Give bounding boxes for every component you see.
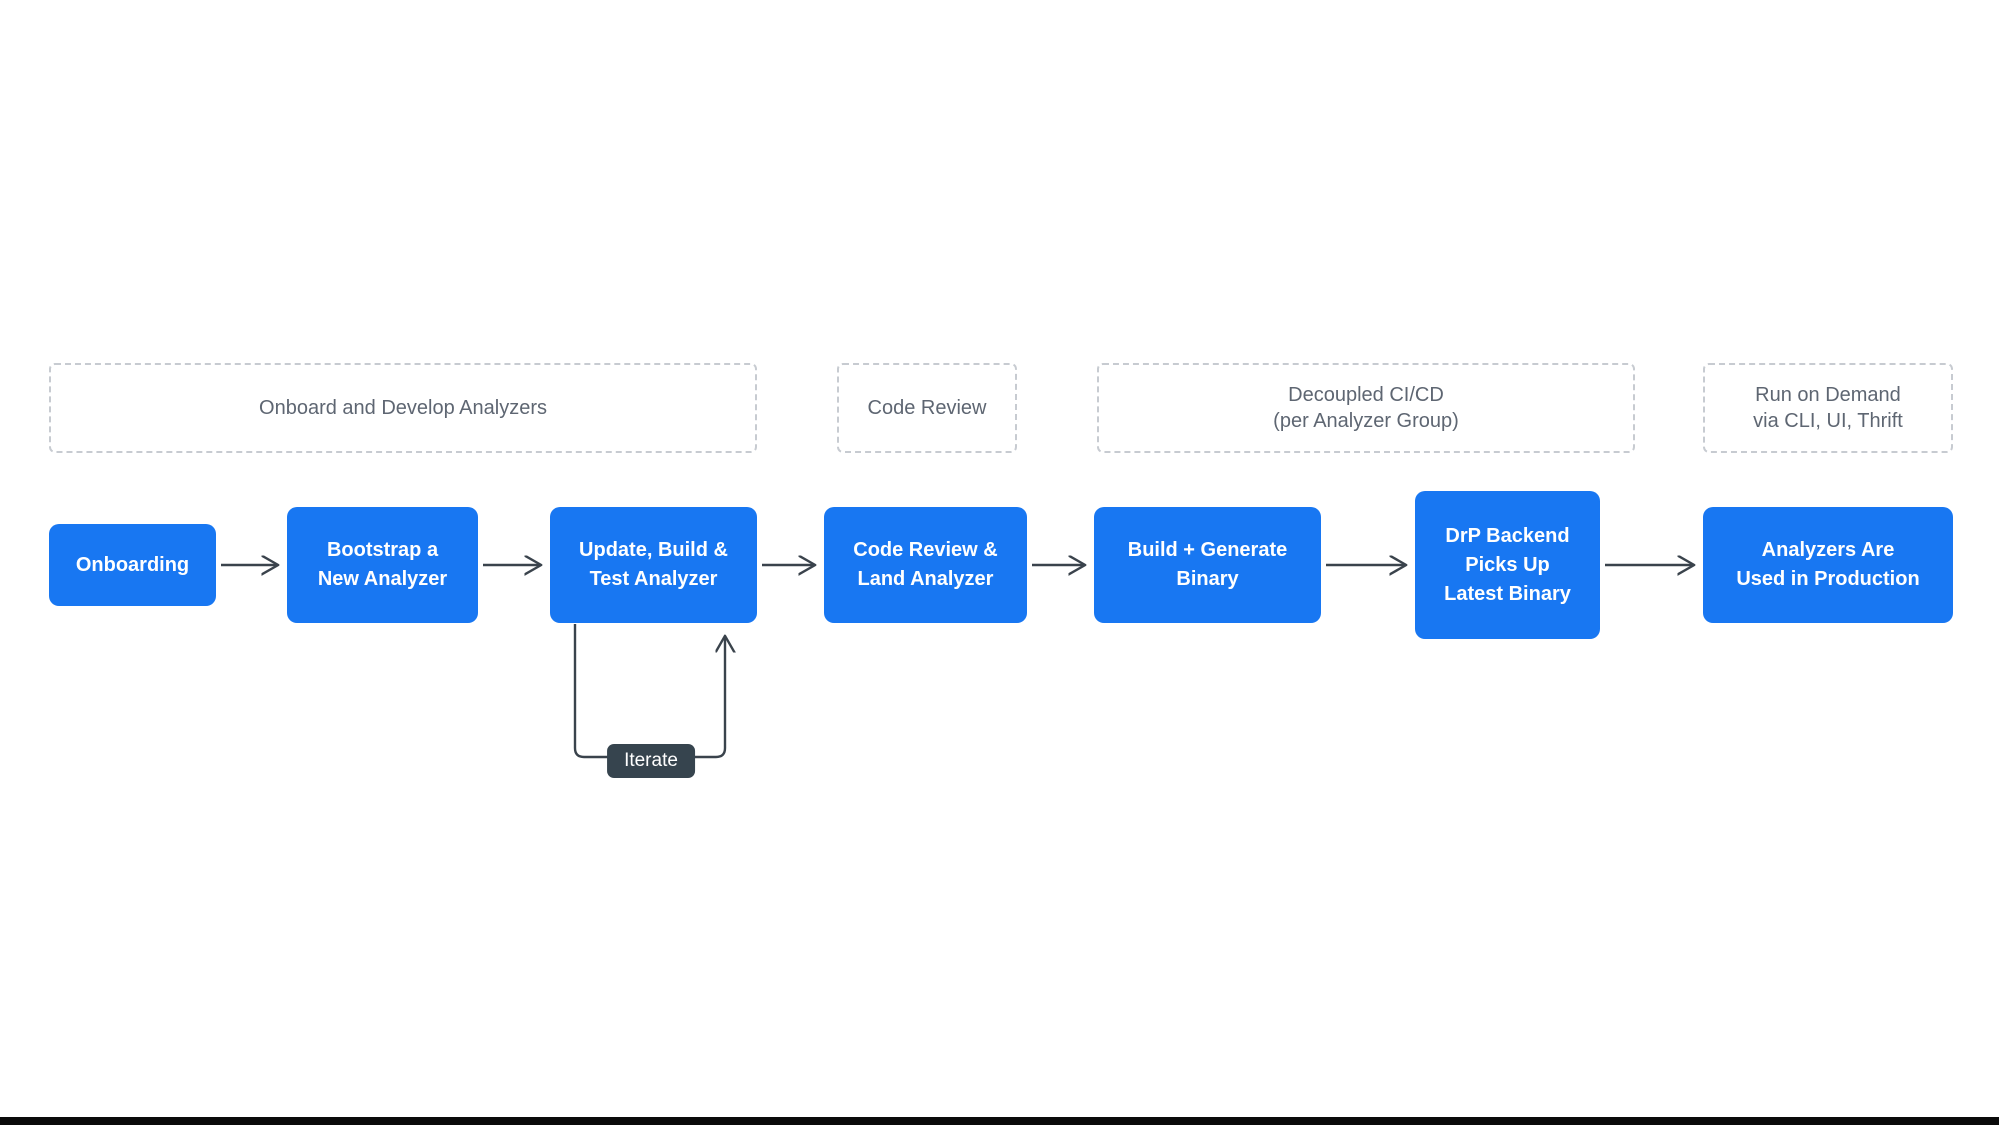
group-code-review: Code Review	[837, 363, 1017, 453]
step-label: Bootstrap a New Analyzer	[317, 539, 448, 590]
step-build-generate-binary: Build + Generate Binary	[1094, 507, 1321, 623]
step-analyzers-in-production: Analyzers Are Used in Production	[1703, 507, 1953, 623]
step-label: Analyzers Are Used in Production	[1736, 539, 1920, 590]
step-code-review-land: Code Review & Land Analyzer	[824, 507, 1027, 623]
group-decoupled-cicd: Decoupled CI/CD (per Analyzer Group)	[1097, 363, 1635, 453]
iterate-loop-arrow	[573, 624, 725, 759]
group-label: Onboard and Develop Analyzers	[259, 397, 547, 419]
step-bootstrap-new-analyzer: Bootstrap a New Analyzer	[287, 507, 478, 623]
group-label: Run on Demand via CLI, UI, Thrift	[1753, 384, 1903, 432]
step-label: Update, Build & Test Analyzer	[579, 539, 728, 590]
group-label: Code Review	[867, 397, 987, 419]
group-onboard-and-develop: Onboard and Develop Analyzers	[49, 363, 757, 453]
step-label: Build + Generate Binary	[1127, 539, 1288, 590]
group-run-on-demand: Run on Demand via CLI, UI, Thrift	[1703, 363, 1953, 453]
step-drp-backend-picks-up: DrP Backend Picks Up Latest Binary	[1415, 491, 1600, 639]
step-update-build-test: Update, Build & Test Analyzer	[550, 507, 757, 623]
iterate-label: Iterate	[607, 744, 695, 778]
step-label: DrP Backend Picks Up Latest Binary	[1444, 524, 1571, 605]
step-label: Onboarding	[75, 553, 190, 576]
step-onboarding: Onboarding	[49, 524, 216, 606]
group-label: Decoupled CI/CD (per Analyzer Group)	[1273, 384, 1459, 432]
bottom-bar	[0, 1117, 1999, 1125]
step-label: Code Review & Land Analyzer	[853, 539, 998, 590]
